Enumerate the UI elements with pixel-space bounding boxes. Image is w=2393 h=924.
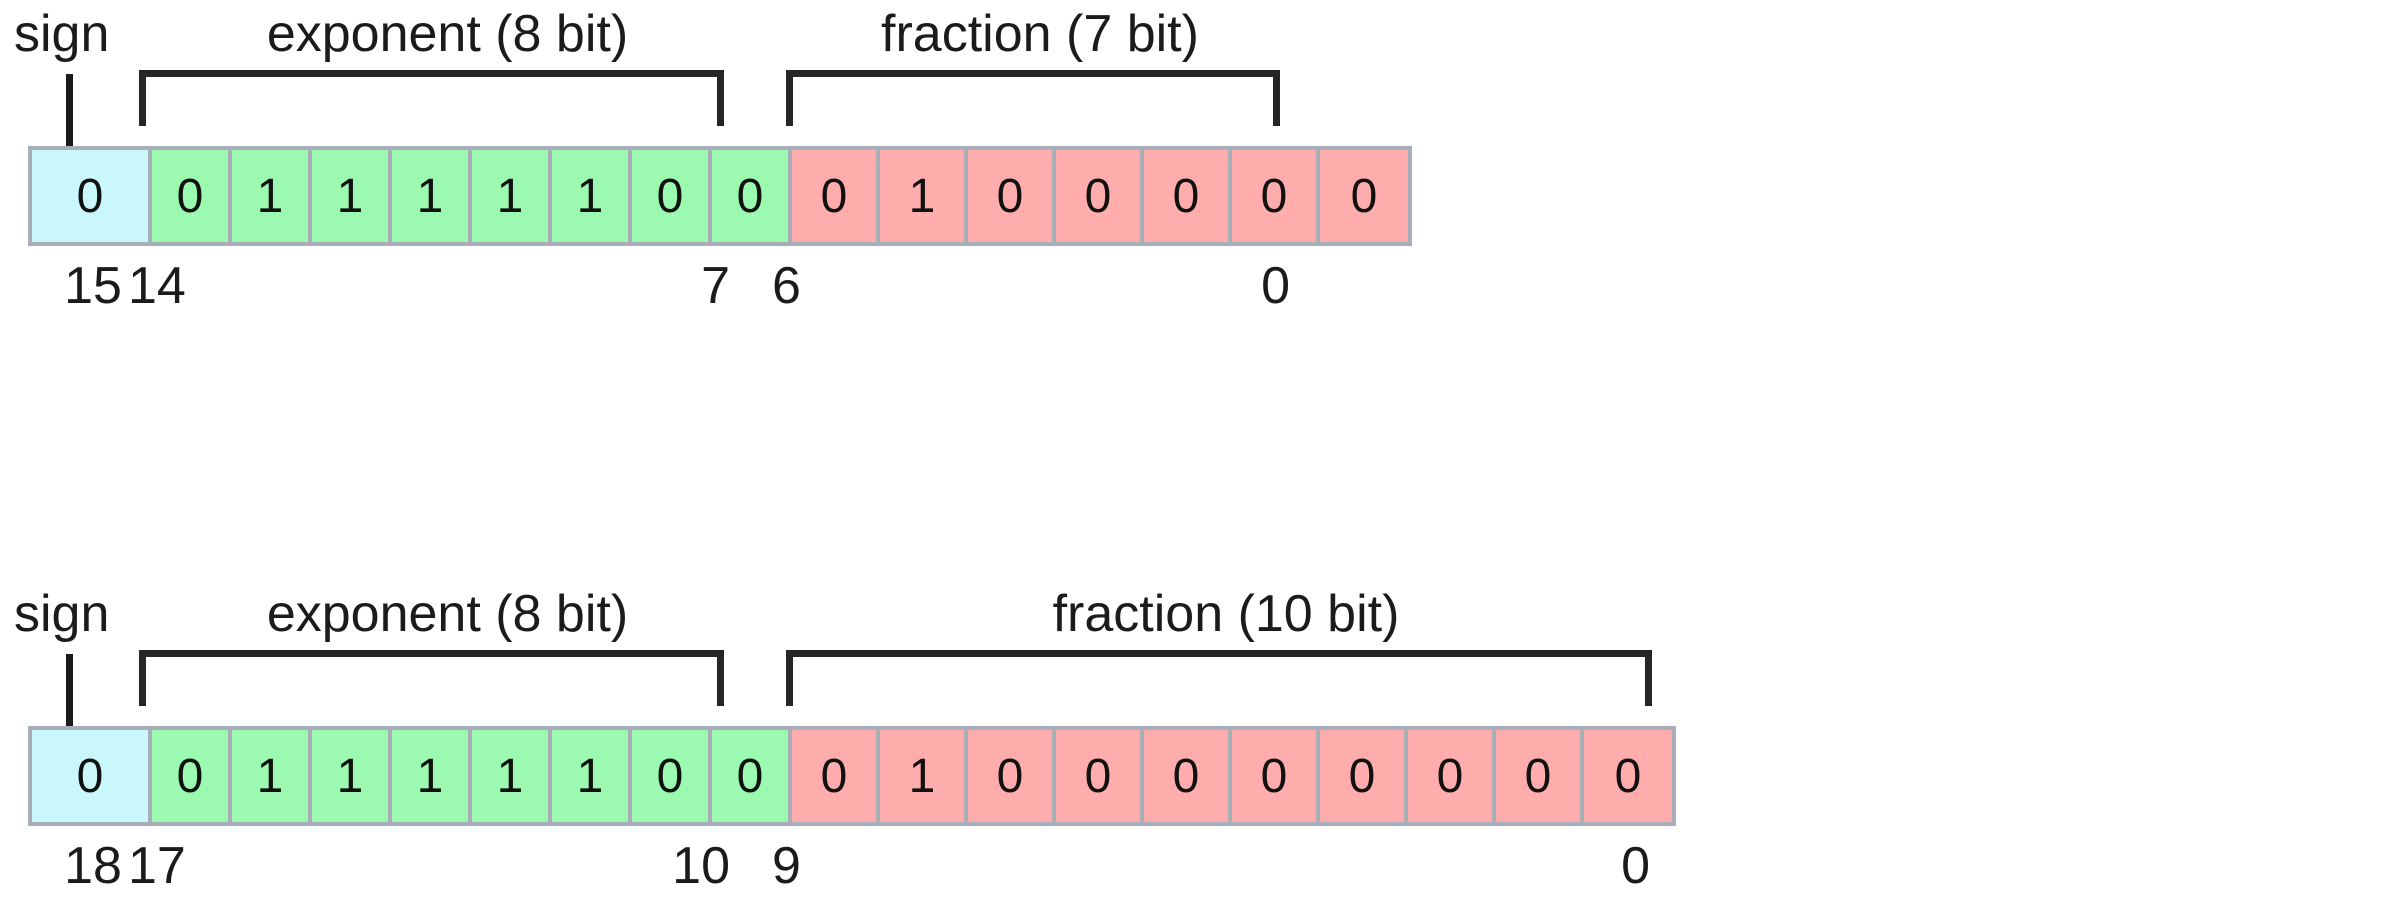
bit-cell-exponent-6: 0 bbox=[632, 150, 712, 242]
index-fraction-high: 9 bbox=[772, 837, 801, 895]
bit-cell-fraction-4: 0 bbox=[1144, 150, 1232, 242]
index-exponent-high: 17 bbox=[128, 837, 186, 895]
bit-cell-fraction-1: 1 bbox=[880, 730, 968, 822]
index-fraction-low: 0 bbox=[1261, 257, 1290, 315]
bit-cell-fraction-5: 0 bbox=[1232, 730, 1320, 822]
sign-tick-mark bbox=[66, 74, 73, 146]
bit-cell-exponent-1: 1 bbox=[232, 150, 312, 242]
bit-cell-exponent-1: 1 bbox=[232, 730, 312, 822]
index-sign-high: 15 bbox=[64, 257, 122, 315]
bit-cell-exponent-3: 1 bbox=[392, 730, 472, 822]
exponent-caption: exponent (8 bit) bbox=[266, 585, 629, 643]
fraction-caption: fraction (7 bit) bbox=[881, 5, 1199, 63]
sign-caption: sign bbox=[14, 585, 110, 643]
exponent-bracket bbox=[139, 650, 724, 706]
index-exponent-low: 7 bbox=[701, 257, 730, 315]
index-fraction-low: 0 bbox=[1621, 837, 1650, 895]
index-exponent-low: 10 bbox=[672, 837, 730, 895]
bit-cell-fraction-6: 0 bbox=[1320, 150, 1408, 242]
bit-cell-fraction-3: 0 bbox=[1056, 150, 1144, 242]
bit-cell-fraction-0: 0 bbox=[792, 150, 880, 242]
bit-cell-fraction-1: 1 bbox=[880, 150, 968, 242]
bit-cell-exponent-2: 1 bbox=[312, 730, 392, 822]
bit-cell-fraction-8: 0 bbox=[1496, 730, 1584, 822]
index-fraction-high: 6 bbox=[772, 257, 801, 315]
fraction-caption: fraction (10 bit) bbox=[1052, 585, 1400, 643]
bit-cell-exponent-4: 1 bbox=[472, 150, 552, 242]
bit-cell-exponent-6: 0 bbox=[632, 730, 712, 822]
bit-cell-fraction-6: 0 bbox=[1320, 730, 1408, 822]
bit-cell-exponent-0: 0 bbox=[152, 730, 232, 822]
fraction-bracket bbox=[786, 650, 1652, 706]
bit-cell-exponent-5: 1 bbox=[552, 150, 632, 242]
bit-cell-exponent-3: 1 bbox=[392, 150, 472, 242]
bit-cell-exponent-0: 0 bbox=[152, 150, 232, 242]
bit-cell-exponent-4: 1 bbox=[472, 730, 552, 822]
bit-cell-fraction-7: 0 bbox=[1408, 730, 1496, 822]
sign-tick-mark bbox=[66, 654, 73, 726]
bit-cell-exponent-5: 1 bbox=[552, 730, 632, 822]
bit-cell-fraction-9: 0 bbox=[1584, 730, 1672, 822]
bit-cell-fraction-4: 0 bbox=[1144, 730, 1232, 822]
bit-cell-fraction-2: 0 bbox=[968, 730, 1056, 822]
bit-cell-fraction-5: 0 bbox=[1232, 150, 1320, 242]
fraction-bracket bbox=[786, 70, 1280, 126]
bit-cell-exponent-2: 1 bbox=[312, 150, 392, 242]
bit-cell-sign-0: 0 bbox=[32, 150, 152, 242]
exponent-bracket bbox=[139, 70, 724, 126]
bit-cell-exponent-7: 0 bbox=[712, 730, 792, 822]
bit-cell-fraction-3: 0 bbox=[1056, 730, 1144, 822]
bit-cell-fraction-0: 0 bbox=[792, 730, 880, 822]
exponent-caption: exponent (8 bit) bbox=[266, 5, 629, 63]
bit-cell-exponent-7: 0 bbox=[712, 150, 792, 242]
index-exponent-high: 14 bbox=[128, 257, 186, 315]
sign-caption: sign bbox=[14, 5, 110, 63]
bit-cell-sign-0: 0 bbox=[32, 730, 152, 822]
index-sign-high: 18 bbox=[64, 837, 122, 895]
bit-cell-fraction-2: 0 bbox=[968, 150, 1056, 242]
